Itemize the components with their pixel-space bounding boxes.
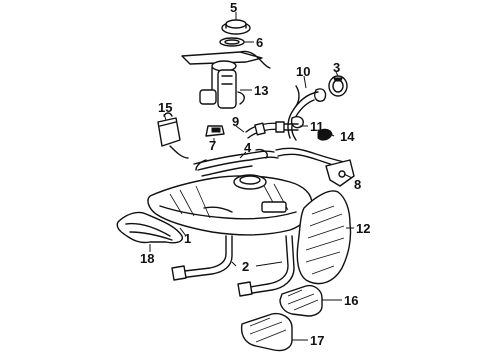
- part-10-filler-neck: [287, 85, 327, 141]
- part-13-fuel-pump-sender: [181, 50, 271, 109]
- callout-10: 10: [296, 64, 310, 79]
- part-6-seal: [219, 37, 245, 47]
- leader-lines: [149, 12, 354, 341]
- part-9-filler-hose: [245, 121, 299, 139]
- callout-15: 15: [158, 100, 172, 115]
- part-5-lock-ring: [221, 19, 251, 35]
- callout-12: 12: [356, 221, 370, 236]
- callout-16: 16: [344, 293, 358, 308]
- part-12-heat-shield-right: [296, 190, 352, 285]
- callout-6: 6: [256, 35, 263, 50]
- part-4-fuel-lines: [193, 148, 279, 177]
- part-1-fuel-tank: [147, 174, 313, 236]
- part-3-filler-cap: [328, 75, 348, 97]
- part-17-shield: [240, 312, 293, 352]
- part-2-tank-straps: [171, 235, 295, 297]
- part-14-grommet: [317, 128, 333, 141]
- callout-2: 2: [242, 259, 249, 274]
- callout-8: 8: [354, 177, 361, 192]
- part-7-bracket: [205, 125, 225, 137]
- callout-5: 5: [230, 0, 237, 15]
- callout-11: 11: [310, 119, 324, 134]
- part-8-vent-pipe-bracket: [275, 147, 355, 187]
- callout-labels: 5 6 3 10 13 15 11 14 9 7 4 8 1 12 2 18 1…: [140, 0, 370, 348]
- callout-7: 7: [209, 138, 216, 153]
- part-18-heat-shield-left: [116, 211, 183, 244]
- callout-3: 3: [333, 60, 340, 75]
- callout-4: 4: [244, 140, 252, 155]
- part-16-shield: [279, 284, 323, 317]
- callout-14: 14: [340, 129, 355, 144]
- part-15-vapor-canister: [157, 112, 189, 159]
- callout-9: 9: [232, 114, 239, 129]
- callout-13: 13: [254, 83, 268, 98]
- callout-17: 17: [310, 333, 324, 348]
- callout-1: 1: [184, 231, 191, 246]
- callout-18: 18: [140, 251, 154, 266]
